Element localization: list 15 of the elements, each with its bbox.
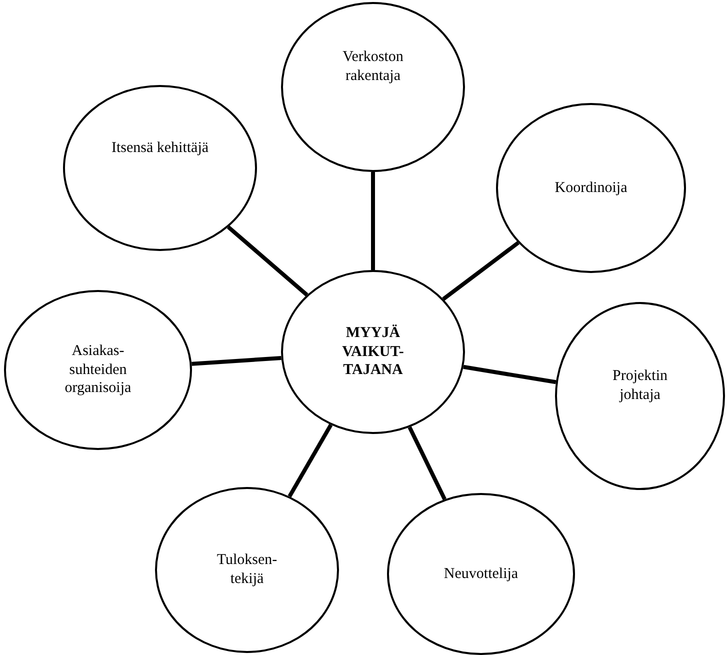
role-label: MYYJÄ VAIKUT- TAJANA [341,324,405,380]
role-label: Koordinoija [554,178,628,198]
role-label: Asiakas- suhteiden organisoija [64,342,132,398]
connector-line [463,364,556,384]
connector-line [371,172,375,270]
connector-line [442,241,520,301]
role-label: Neuvottelija [442,564,520,584]
connector-line [288,424,333,498]
connector-line [192,356,282,366]
role-label: Verkoston rakentaja [342,48,404,86]
role-label: Tuloksen- tekijä [216,551,278,589]
role-label: Projektin johtaja [612,367,668,405]
connector-line [408,426,446,500]
connector-line [226,225,308,296]
role-label: Itsensä kehittäjä [110,138,210,158]
